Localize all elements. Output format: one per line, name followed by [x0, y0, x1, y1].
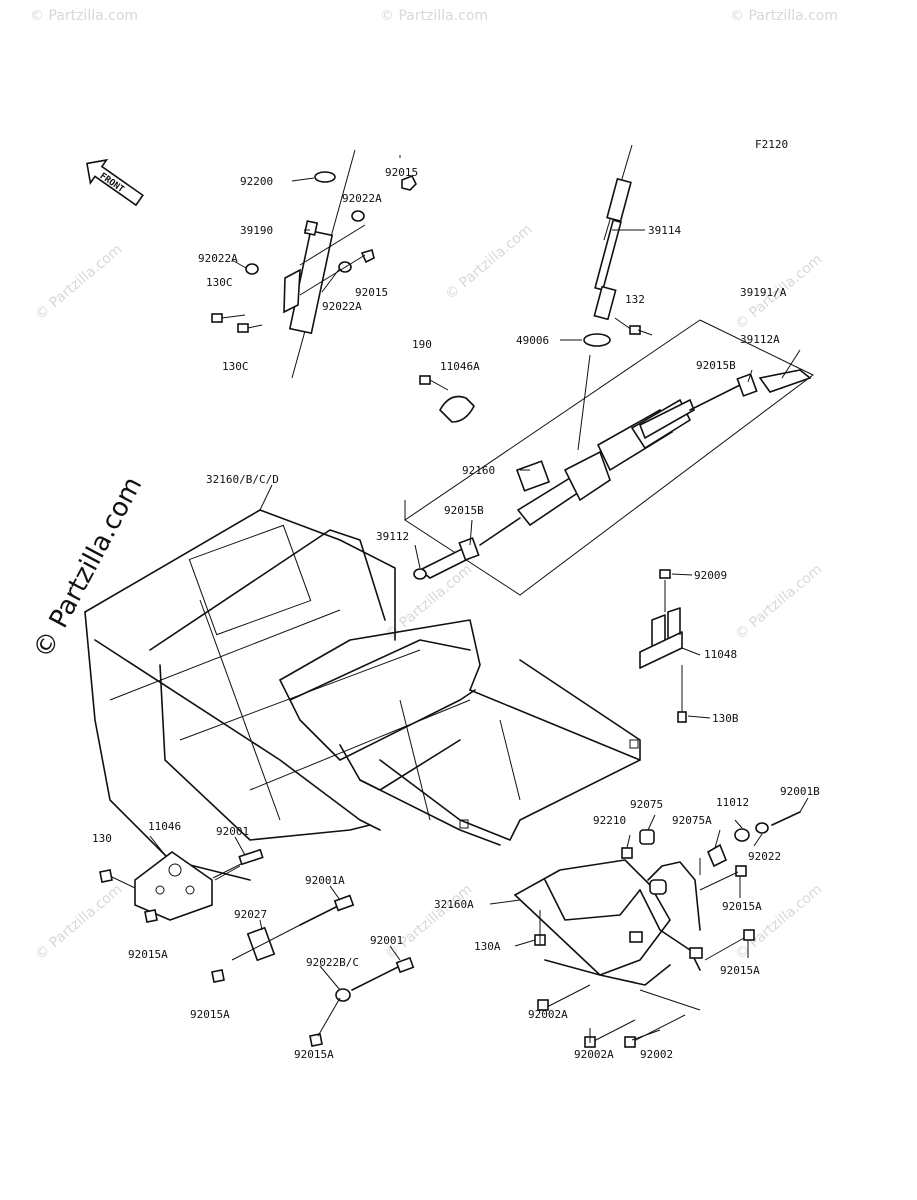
mount-11046 [99, 848, 264, 923]
clamp-11046A [419, 375, 475, 423]
part-label: 32160A [434, 898, 474, 911]
part-label: 92001 [370, 934, 403, 947]
part-label: 92001A [305, 874, 345, 887]
part-label: 32160/B/C/D [206, 473, 279, 486]
watermark: © Partzilla.com [442, 221, 535, 303]
part-label: 130C [206, 276, 233, 289]
front-arrow-icon: FRONT [86, 158, 144, 207]
part-label: 39114 [648, 224, 681, 237]
part-label: 11012 [716, 796, 749, 809]
part-label: 92200 [240, 175, 273, 188]
part-label: 130A [474, 940, 501, 953]
part-label: 92210 [593, 814, 626, 827]
leader-lines [149, 177, 809, 1043]
part-label: 92022A [322, 300, 362, 313]
part-label: 92160 [462, 464, 495, 477]
part-label: 92015A [720, 964, 760, 977]
watermark: © Partzilla.com [32, 241, 125, 323]
part-label: 92022A [342, 192, 382, 205]
part-label: 130 [92, 832, 112, 845]
part-label: 11046 [148, 820, 181, 833]
part-label: 92002A [528, 1008, 568, 1021]
steering-column-39190 [211, 149, 417, 379]
steering-shaft-39114 [593, 144, 641, 335]
a-arm-32160A [514, 811, 801, 1048]
part-label: 92015A [294, 1048, 334, 1061]
part-label: 11048 [704, 648, 737, 661]
part-label: 92002 [640, 1048, 673, 1061]
bolts-lower-left [211, 894, 415, 1047]
watermark: © Partzilla.com [732, 561, 825, 643]
part-label: 132 [625, 293, 645, 306]
watermark: © Partzilla.com [30, 8, 138, 24]
watermark-large: © Partzilla.com [28, 472, 149, 663]
part-label: 92015B [444, 504, 484, 517]
part-label: 92022 [748, 850, 781, 863]
steering-rack-39191 [404, 319, 814, 596]
part-label: 92022B/C [306, 956, 359, 969]
part-label: 92015A [190, 1008, 230, 1021]
part-labels: 92200 92015 92022A 39190 92022A 130C 920… [92, 166, 820, 1061]
figure-code: F2120 [755, 138, 788, 151]
part-label: 130B [712, 712, 739, 725]
part-label: 49006 [516, 334, 549, 347]
part-label: 92015 [385, 166, 418, 179]
part-label: 92001B [780, 785, 820, 798]
part-label: 92015A [128, 948, 168, 961]
part-label: 92009 [694, 569, 727, 582]
watermark: © Partzilla.com [32, 881, 125, 963]
watermark: © Partzilla.com [382, 881, 475, 963]
part-label: 11046A [440, 360, 480, 373]
bracket-11048 [639, 569, 687, 723]
part-label: 92022A [198, 252, 238, 265]
part-label: 130C [222, 360, 249, 373]
part-label: 39112A [740, 333, 780, 346]
watermark: © Partzilla.com [380, 8, 488, 24]
part-label: 92075A [672, 814, 712, 827]
part-label: 92001 [216, 825, 249, 838]
part-label: 92015B [696, 359, 736, 372]
frame-32160 [84, 509, 641, 881]
part-label: 190 [412, 338, 432, 351]
part-label: 92027 [234, 908, 267, 921]
part-label: 92015A [722, 900, 762, 913]
part-label: 92075 [630, 798, 663, 811]
part-label: 39190 [240, 224, 273, 237]
part-label: 92002A [574, 1048, 614, 1061]
part-label: 39191/A [740, 286, 787, 299]
part-label: 92015 [355, 286, 388, 299]
watermark: © Partzilla.com [732, 881, 825, 963]
watermark: © Partzilla.com [730, 8, 838, 24]
part-label: 39112 [376, 530, 409, 543]
